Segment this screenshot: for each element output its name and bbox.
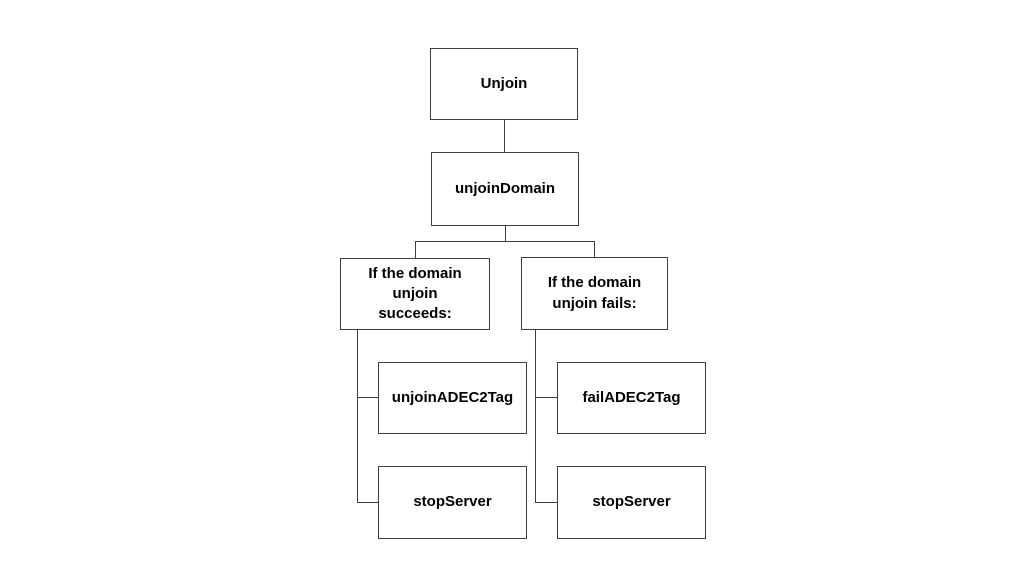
node-fail-adec2tag: failADEC2Tag — [557, 362, 706, 434]
node-unjoin: Unjoin — [430, 48, 578, 120]
node-succeeds-header: If the domain unjoin succeeds: — [340, 258, 490, 330]
connector-branch-horizontal — [415, 241, 595, 242]
connector-fails-trunk — [535, 330, 536, 502]
connector-to-stopserver-left — [357, 502, 378, 503]
connector-succeeds-trunk — [357, 330, 358, 502]
connector-branch-to-succeeds — [415, 241, 416, 258]
node-stop-server-right: stopServer — [557, 466, 706, 539]
connector-unjoin-to-unjoindomain — [504, 120, 505, 152]
connector-to-stopserver-right — [535, 502, 557, 503]
connector-to-failadec2tag — [535, 397, 557, 398]
node-unjoin-adec2tag: unjoinADEC2Tag — [378, 362, 527, 434]
node-fails-header: If the domain unjoin fails: — [521, 257, 668, 330]
connector-unjoindomain-stub — [505, 226, 506, 241]
connector-to-unjoinadec2tag — [357, 397, 378, 398]
node-unjoin-domain: unjoinDomain — [431, 152, 579, 226]
connector-branch-to-fails — [594, 241, 595, 257]
node-stop-server-left: stopServer — [378, 466, 527, 539]
